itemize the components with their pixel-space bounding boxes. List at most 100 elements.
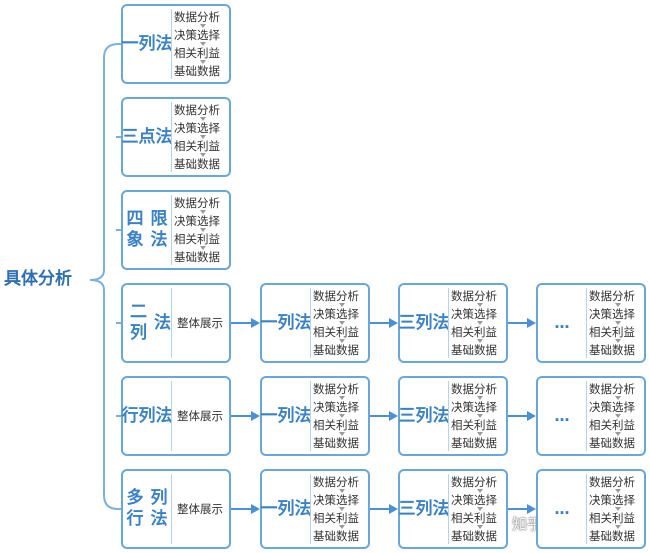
- method-node-5-chain-3-ellipsis: …: [554, 407, 570, 425]
- method-node-5-show-label: 整体展示: [177, 409, 223, 423]
- method-node-3-label-line: 四象: [126, 209, 144, 250]
- method-node-5-chain-3-divider: [586, 381, 587, 451]
- step-label: 数据分析: [589, 382, 642, 400]
- step-label: 数据分析: [451, 475, 504, 493]
- method-node-4-chain-1-label-line: 一: [260, 312, 278, 333]
- step-label: 数据分析: [313, 475, 366, 493]
- method-node-3-steps: 数据分析决策选择相关利益基础数据: [174, 194, 227, 266]
- step-label: 基础数据: [313, 342, 359, 357]
- step-label: 基础数据: [174, 249, 220, 264]
- method-node-4-show-label: 整体展示: [177, 316, 223, 330]
- method-node-6-chain-1-label: 一列法: [260, 471, 312, 547]
- method-node-6-chain-1-label-line: 法: [294, 498, 312, 519]
- step-label: 相关利益: [589, 325, 642, 343]
- step-label: 基础数据: [174, 63, 220, 78]
- method-node-6-chain-3-divider: [586, 474, 587, 544]
- method-node-4-chain-1: 一列法数据分析决策选择相关利益基础数据: [260, 283, 370, 363]
- arrow-head-icon: [527, 318, 536, 328]
- method-node-6-chain-1-label-line: 一: [260, 498, 278, 519]
- method-node-4-chain-2-steps: 数据分析决策选择相关利益基础数据: [451, 287, 504, 359]
- method-node-5-chain-1-label-line: 法: [294, 405, 312, 426]
- arrow-head-icon: [527, 411, 536, 421]
- root-node-label: 具体分析: [4, 269, 72, 289]
- method-node-4-chain-3-divider: [586, 288, 587, 358]
- method-node-5-chain-2-divider: [448, 381, 449, 451]
- method-node-5-label-line: 列: [138, 405, 156, 426]
- method-node-5-chain-2-steps: 数据分析决策选择相关利益基础数据: [451, 380, 504, 452]
- method-node-6-label-line: 列法: [150, 488, 168, 529]
- step-label: 相关利益: [174, 139, 227, 157]
- method-node-5-chain-1-steps: 数据分析决策选择相关利益基础数据: [313, 380, 366, 452]
- method-node-5-label-line: 行: [121, 405, 139, 426]
- arrow-head-icon: [527, 504, 536, 514]
- method-node-6-chain-2-label: 三列法: [399, 471, 450, 547]
- method-node-2-label: 三点法: [122, 99, 173, 175]
- method-node-5-chain-2-label: 三列法: [398, 378, 450, 454]
- method-node-5-chain-2: 三列法数据分析决策选择相关利益基础数据: [398, 376, 508, 456]
- step-label: 决策选择: [589, 307, 642, 325]
- step-label: 决策选择: [174, 214, 227, 232]
- method-node-1-label-line: 列: [138, 33, 156, 54]
- method-node-4-chain-2-label-line: 三: [398, 312, 416, 333]
- step-label: 决策选择: [313, 307, 366, 325]
- method-node-4-chain-1-label: 一列法: [260, 285, 312, 361]
- method-node-4-chain-1-steps: 数据分析决策选择相关利益基础数据: [313, 287, 366, 359]
- step-label: 基础数据: [451, 342, 497, 357]
- method-node-6-chain-3: …数据分析决策选择相关利益基础数据: [536, 469, 646, 549]
- method-node-4-chain-3-ellipsis: …: [554, 314, 570, 332]
- arrow-head-icon: [389, 411, 398, 421]
- method-node-3-label: 四象限法: [123, 192, 171, 268]
- method-node-5-chain-1-label: 一列法: [261, 378, 312, 454]
- method-node-6-chain-1-divider: [310, 474, 311, 544]
- method-node-2-divider: [171, 102, 172, 172]
- method-node-1: 一列法数据分析决策选择相关利益基础数据: [121, 4, 231, 84]
- method-node-1-divider: [171, 9, 172, 79]
- step-label: 数据分析: [313, 382, 366, 400]
- method-node-4-chain-3-steps: 数据分析决策选择相关利益基础数据: [589, 287, 642, 359]
- method-node-4-chain-1-label-line: 列: [277, 312, 295, 333]
- arrow-head-icon: [251, 411, 260, 421]
- step-label: 相关利益: [589, 418, 642, 436]
- method-node-2: 三点法数据分析决策选择相关利益基础数据: [121, 97, 231, 177]
- step-label: 数据分析: [174, 196, 227, 214]
- method-node-6-chain-2-label-line: 法: [432, 498, 450, 519]
- step-label: 决策选择: [451, 307, 504, 325]
- step-label: 相关利益: [313, 325, 366, 343]
- step-label: 决策选择: [174, 121, 227, 139]
- method-node-5-chain-1-divider: [310, 381, 311, 451]
- step-label: 相关利益: [451, 418, 504, 436]
- arrow-head-icon: [251, 318, 260, 328]
- method-node-1-steps: 数据分析决策选择相关利益基础数据: [174, 8, 227, 80]
- method-node-2-label-line: 法: [155, 126, 173, 147]
- step-label: 决策选择: [451, 400, 504, 418]
- method-node-6-show-label: 整体展示: [177, 502, 223, 516]
- step-label: 基础数据: [451, 435, 497, 450]
- step-label: 相关利益: [451, 511, 504, 529]
- method-node-1-label-line: 法: [155, 33, 173, 54]
- method-node-4-chain-1-label-line: 法: [294, 312, 312, 333]
- step-label: 决策选择: [589, 400, 642, 418]
- step-label: 基础数据: [589, 342, 635, 357]
- method-node-6-chain-2-steps: 数据分析决策选择相关利益基础数据: [451, 473, 504, 545]
- step-label: 相关利益: [589, 511, 642, 529]
- method-node-4-chain-3: … 数据分析决策选择相关利益基础数据: [536, 283, 646, 363]
- method-node-5-chain-2-label-line: 三: [398, 405, 416, 426]
- method-node-6-chain-2-divider: [448, 474, 449, 544]
- arrow-head-icon: [389, 318, 398, 328]
- step-label: 决策选择: [589, 493, 642, 511]
- step-label: 基础数据: [589, 435, 635, 450]
- method-node-5-chain-2-label-line: 列: [415, 405, 433, 426]
- method-node-5-chain-1: 一列法数据分析决策选择相关利益基础数据: [260, 376, 370, 456]
- method-node-4-chain-2: 三列法数据分析决策选择相关利益基础数据: [398, 283, 508, 363]
- step-label: 数据分析: [451, 289, 504, 307]
- method-node-5-chain-1-label-line: 列: [277, 405, 295, 426]
- arrow-head-icon: [251, 504, 260, 514]
- step-label: 相关利益: [174, 46, 227, 64]
- step-label: 基础数据: [174, 156, 220, 171]
- method-node-4-chain-2-label-line: 法: [432, 312, 450, 333]
- method-node-3-label-line: 限法: [150, 209, 168, 250]
- method-node-6-chain-3-ellipsis: …: [554, 500, 570, 518]
- method-node-1-label-line: 一: [121, 33, 139, 54]
